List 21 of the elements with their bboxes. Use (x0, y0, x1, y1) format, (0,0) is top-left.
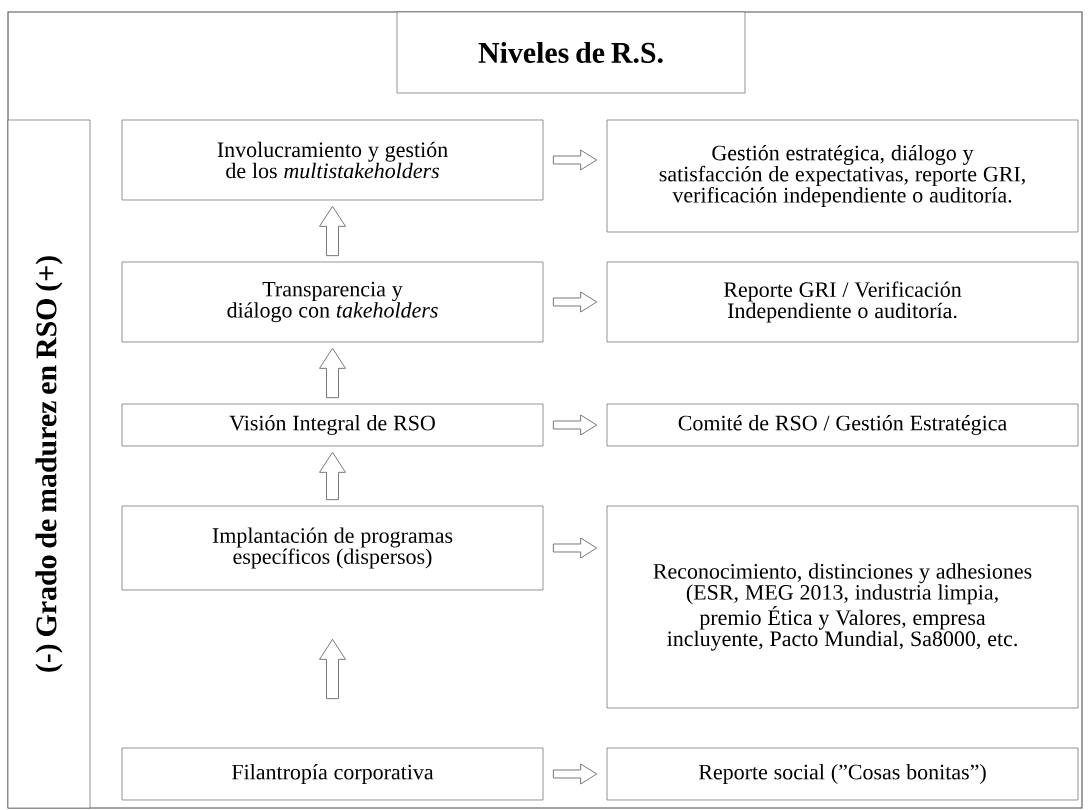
side-band: (-) Grado de madurez en RSO (+) (7, 119, 91, 809)
level-box: Gestión estratégica, diálogo y satisfacción de expectativas, reporte GRI, verificación independiente o auditoría. (606, 119, 1079, 233)
hollow-arrow (319, 638, 346, 700)
hollow-arrow (552, 537, 598, 559)
level-box: Reporte GRI / Verificación Independiente o auditoría. (606, 261, 1079, 343)
hollow-arrow (552, 763, 598, 785)
level-box: Transparencia y diálogo con takeholders (121, 261, 544, 343)
title-box: Niveles de R.S. (396, 11, 746, 94)
level-box: Comité de RSO / Gestión Estratégica (606, 403, 1079, 447)
level-box: Reconocimiento, distinciones y adhesiones (ESR, MEG 2013, industria limpia, premio Ética y Valores, empresa incluyente, Pacto Mundial, Sa8000, etc. (606, 505, 1079, 709)
hollow-arrow (319, 347, 346, 399)
hollow-arrow (552, 414, 598, 436)
level-box: Implantación de programas específicos (dispersos) (121, 505, 544, 591)
hollow-arrow (319, 205, 346, 257)
hollow-arrow (552, 149, 598, 171)
level-box: Visión Integral de RSO (121, 403, 544, 447)
level-box: Involucramiento y gestión de los multistakeholders (121, 119, 544, 201)
hollow-arrow (552, 291, 598, 313)
hollow-arrow (319, 451, 346, 501)
level-box: Filantropía corporativa (121, 747, 544, 801)
level-box: Reporte social (”Cosas bonitas”) (606, 747, 1079, 801)
